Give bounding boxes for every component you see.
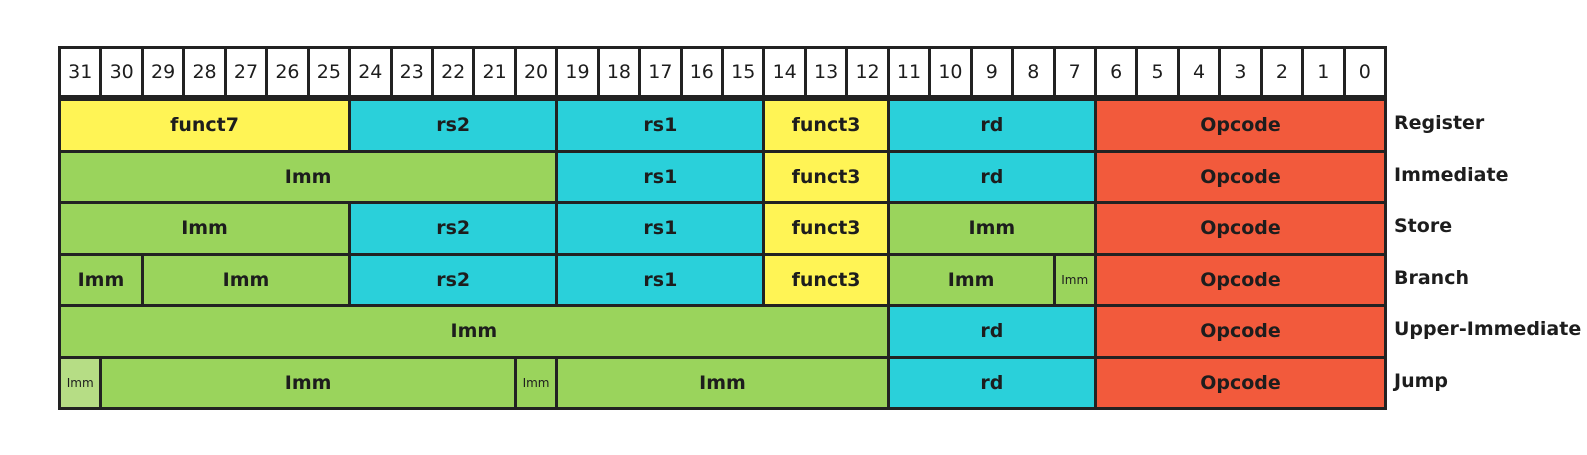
field-opcode-6-0: Opcode bbox=[1093, 355, 1387, 410]
bit-index-6: 6 bbox=[1093, 46, 1139, 98]
field-imm-29-25: Imm bbox=[140, 252, 352, 307]
field-opcode-6-0: Opcode bbox=[1093, 201, 1387, 256]
field-funct3-14-12: funct3 bbox=[762, 98, 890, 153]
bit-index-24: 24 bbox=[348, 46, 393, 98]
field-imm-31-25: Imm bbox=[58, 201, 352, 256]
field-opcode-6-0: Opcode bbox=[1093, 98, 1387, 153]
field-imm-30-21: Imm bbox=[99, 355, 517, 410]
field-funct3-14-12: funct3 bbox=[762, 149, 890, 204]
bit-index-10: 10 bbox=[928, 46, 973, 98]
field-funct7-31-25: funct7 bbox=[58, 98, 352, 153]
format-label-jump: Jump bbox=[1394, 369, 1448, 392]
bit-index-14: 14 bbox=[762, 46, 807, 98]
field-opcode-6-0: Opcode bbox=[1093, 149, 1387, 204]
field-imm-19-12: Imm bbox=[555, 355, 890, 410]
bit-index-29: 29 bbox=[140, 46, 186, 98]
bit-index-13: 13 bbox=[803, 46, 849, 98]
bit-index-11: 11 bbox=[886, 46, 932, 98]
bit-index-4: 4 bbox=[1176, 46, 1222, 98]
field-rs1-19-15: rs1 bbox=[555, 252, 766, 307]
bit-index-19: 19 bbox=[555, 46, 600, 98]
field-imm-7-7: Imm bbox=[1052, 252, 1097, 307]
field-rd-11-7: rd bbox=[886, 355, 1097, 410]
field-rs2-24-20: rs2 bbox=[348, 201, 559, 256]
bit-index-9: 9 bbox=[969, 46, 1015, 98]
field-opcode-6-0: Opcode bbox=[1093, 304, 1387, 359]
bit-index-26: 26 bbox=[265, 46, 310, 98]
bit-index-17: 17 bbox=[638, 46, 683, 98]
bit-index-1: 1 bbox=[1301, 46, 1346, 98]
field-rd-11-7: rd bbox=[886, 149, 1097, 204]
field-rs1-19-15: rs1 bbox=[555, 149, 766, 204]
field-funct3-14-12: funct3 bbox=[762, 252, 890, 307]
field-rd-11-7: rd bbox=[886, 98, 1097, 153]
bit-index-22: 22 bbox=[430, 46, 476, 98]
field-imm-11-7: Imm bbox=[886, 201, 1097, 256]
bit-index-15: 15 bbox=[721, 46, 766, 98]
field-imm-31-12: Imm bbox=[58, 304, 890, 359]
field-imm-11-8: Imm bbox=[886, 252, 1056, 307]
field-imm-31-30: Imm bbox=[58, 252, 144, 307]
field-rs1-19-15: rs1 bbox=[555, 201, 766, 256]
field-rs2-24-20: rs2 bbox=[348, 252, 559, 307]
bit-index-8: 8 bbox=[1011, 46, 1056, 98]
field-rs2-24-20: rs2 bbox=[348, 98, 559, 153]
format-label-immediate: Immediate bbox=[1394, 163, 1509, 186]
bit-index-21: 21 bbox=[472, 46, 517, 98]
bit-index-0: 0 bbox=[1342, 46, 1387, 98]
field-funct3-14-12: funct3 bbox=[762, 201, 890, 256]
format-label-upper-immediate: Upper-Immediate bbox=[1394, 318, 1582, 340]
field-opcode-6-0: Opcode bbox=[1093, 252, 1387, 307]
format-label-branch: Branch bbox=[1394, 266, 1469, 289]
bit-index-28: 28 bbox=[182, 46, 227, 98]
bit-index-5: 5 bbox=[1135, 46, 1180, 98]
bit-index-25: 25 bbox=[306, 46, 352, 98]
bit-index-27: 27 bbox=[223, 46, 269, 98]
bit-index-16: 16 bbox=[679, 46, 724, 98]
bit-index-7: 7 bbox=[1052, 46, 1097, 98]
bit-index-31: 31 bbox=[58, 46, 103, 98]
field-rs1-19-15: rs1 bbox=[555, 98, 766, 153]
bit-index-18: 18 bbox=[596, 46, 642, 98]
bit-index-12: 12 bbox=[845, 46, 890, 98]
field-imm-31-31: Imm bbox=[58, 355, 103, 410]
bit-index-20: 20 bbox=[513, 46, 559, 98]
field-imm-20-20: Imm bbox=[513, 355, 559, 410]
field-rd-11-7: rd bbox=[886, 304, 1097, 359]
format-label-store: Store bbox=[1394, 215, 1453, 237]
field-imm-31-20: Imm bbox=[58, 149, 559, 204]
format-label-register: Register bbox=[1394, 112, 1485, 134]
bit-index-3: 3 bbox=[1218, 46, 1263, 98]
bit-index-2: 2 bbox=[1259, 46, 1305, 98]
bit-index-23: 23 bbox=[389, 46, 434, 98]
bit-index-30: 30 bbox=[99, 46, 144, 98]
